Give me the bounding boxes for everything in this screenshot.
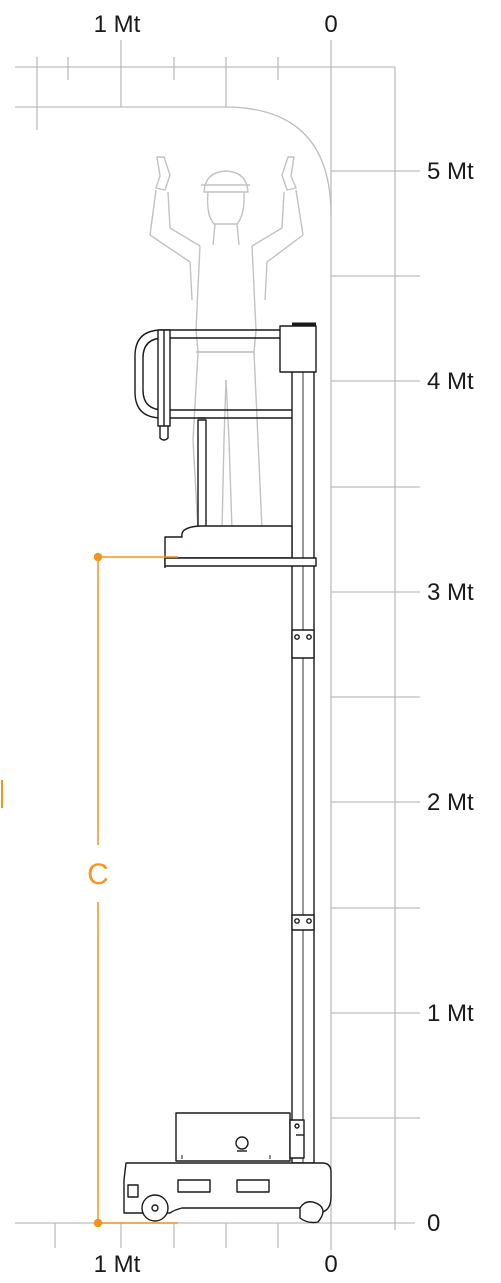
top-axis-left-label: 1 Mt (94, 11, 141, 38)
operator-left-leg (192, 351, 199, 531)
operator-left-arm-inner (167, 191, 201, 247)
dimension-c-label: C (87, 858, 109, 891)
reference-grid (15, 40, 420, 1250)
base-housing (175, 1112, 291, 1162)
operator-figure (149, 156, 304, 531)
mast-bolt (306, 634, 312, 640)
operator-right-arm (264, 189, 304, 301)
top-axis-right-label: 0 (324, 11, 337, 38)
operator-torso (195, 245, 257, 353)
base-control-knob (235, 1136, 249, 1150)
labels: 1 Mt 0 0 1 Mt 2 Mt 3 Mt 4 Mt 5 Mt C 1 Mt… (87, 11, 474, 1278)
platform-body (164, 525, 293, 559)
operator-left-arm (149, 189, 193, 301)
mast-head (279, 325, 317, 373)
front-caster-bracket (127, 1184, 139, 1198)
mast-lift (123, 322, 332, 1224)
mast-bolt (294, 634, 300, 640)
operator-inner-leg-right (225, 379, 233, 531)
guardrail-gate-latch (159, 426, 169, 441)
base-side-panel (289, 1119, 305, 1159)
height-label-3: 3 Mt (427, 579, 474, 606)
rear-wheel (299, 1201, 324, 1224)
operator-neck-left (212, 223, 216, 246)
mast-bolt (306, 918, 312, 924)
height-label-0: 0 (427, 1210, 440, 1237)
guardrail-outer (134, 329, 292, 419)
operator-left-hand (155, 156, 171, 191)
height-label-2: 2 Mt (427, 789, 474, 816)
reach-envelope-arc (224, 106, 332, 216)
height-label-5: 5 Mt (427, 158, 474, 185)
operator-face (206, 191, 245, 225)
height-label-4: 4 Mt (427, 368, 474, 395)
operator-neck-right (236, 223, 240, 246)
mast-joint-upper (291, 629, 315, 659)
height-label-1: 1 Mt (427, 1000, 474, 1027)
guardrail-inner (142, 337, 292, 411)
front-caster-hub (151, 1204, 159, 1212)
mast-bolt (294, 918, 300, 924)
guardrail-support (197, 419, 207, 529)
platform-floor (164, 557, 317, 567)
front-caster-wheel (141, 1194, 169, 1222)
chassis-slot-right (236, 1179, 270, 1193)
dimension-c-bottom-dot (93, 1218, 103, 1228)
base-side-bolt (294, 1123, 300, 1129)
chassis-slot-left (177, 1179, 211, 1193)
dimension-c-top-dot (93, 552, 103, 562)
operator-right-hand (281, 156, 297, 191)
dimension-c (1, 552, 178, 1228)
operator-right-arm-inner (251, 191, 285, 247)
bottom-axis-right-label: 0 (324, 1251, 337, 1278)
operator-inner-leg-left (221, 379, 227, 531)
operator-right-leg (253, 351, 263, 531)
bottom-axis-left-label: 1 Mt (94, 1251, 141, 1278)
operator-helmet (203, 170, 249, 193)
